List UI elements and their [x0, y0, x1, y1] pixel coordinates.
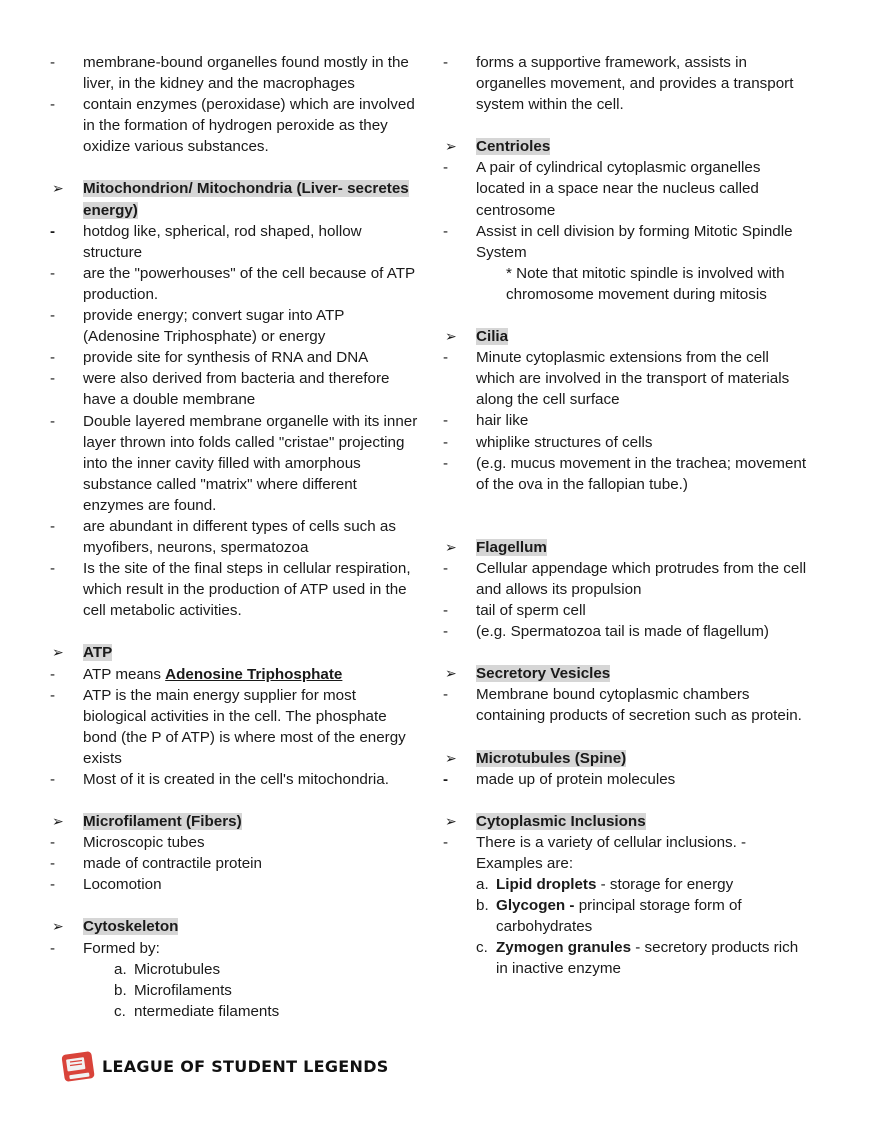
list-item: -Minute cytoplasmic extensions from the …	[443, 349, 790, 409]
left-column: -membrane-bound organelles found mostly …	[50, 52, 420, 1022]
sub-list-item: b.Microfilaments	[114, 981, 232, 999]
sub-list-item: b.Glycogen - principal storage form of c…	[476, 897, 742, 936]
list-item: -Microscopic tubes	[50, 834, 205, 852]
section-heading-mitochondria: ➢Mitochondrion/ Mitochondria (Liver- sec…	[52, 180, 409, 219]
sub-list-item: a.Lipid droplets - storage for energy	[476, 876, 734, 893]
section-heading-atp: ➢ATP	[50, 642, 420, 663]
right-column: -forms a supportive framework, assists i…	[443, 52, 808, 979]
arrow-bullet-icon: ➢	[445, 328, 457, 345]
list-item: -Formed by:	[50, 939, 160, 957]
list-item: -ATP is the main energy supplier for mos…	[50, 686, 406, 767]
arrow-bullet-icon: ➢	[52, 180, 64, 197]
brand-name: LEAGUE OF STUDENT LEGENDS	[102, 1057, 389, 1077]
sub-list-item: c.Zymogen granules - secretory products …	[476, 939, 799, 978]
list-item: -hotdog like, spherical, rod shaped, hol…	[50, 222, 362, 261]
list-item: -whiplike structures of cells	[443, 433, 653, 451]
list-item: -made of contractile protein	[50, 855, 262, 873]
section-heading-centrioles: ➢Centrioles	[443, 136, 808, 157]
list-item: -are the "powerhouses" of the cell becau…	[50, 264, 415, 303]
list-item: -Double layered membrane organelle with …	[50, 412, 418, 514]
list-item: -hair like	[443, 412, 529, 430]
list-item: -Cellular appendage which protrudes from…	[443, 559, 807, 598]
section-heading-microfilament: ➢Microfilament (Fibers)	[50, 811, 420, 832]
sub-list-item: a.Microtubules	[114, 960, 221, 978]
arrow-bullet-icon: ➢	[52, 644, 64, 661]
list-item: -Most of it is created in the cell's mit…	[50, 771, 389, 788]
section-heading-microtubules: ➢Microtubules (Spine)	[443, 748, 808, 769]
spacer	[443, 495, 808, 516]
sub-list-item: c.ntermediate filaments	[114, 1002, 280, 1020]
footer-logo: LEAGUE OF STUDENT LEGENDS	[60, 1050, 389, 1084]
list-item: -made up of protein molecules	[443, 770, 676, 788]
arrow-bullet-icon: ➢	[445, 749, 457, 766]
note-text: * Note that mitotic spindle is involved …	[506, 264, 785, 303]
list-item: -(e.g. Spermatozoa tail is made of flage…	[443, 623, 769, 641]
list-item: -Locomotion	[50, 876, 162, 894]
section-heading-flagellum: ➢Flagellum	[443, 537, 808, 558]
arrow-bullet-icon: ➢	[445, 665, 457, 682]
section-heading-cytoskeleton: ➢Cytoskeleton	[50, 916, 420, 937]
list-item: -were also derived from bacteria and the…	[50, 370, 390, 409]
atp-definition-term: Adenosine Triphosphate	[165, 665, 343, 683]
list-item: -Is the site of the final steps in cellu…	[50, 560, 411, 620]
list-item: -provide site for synthesis of RNA and D…	[50, 349, 369, 367]
list-item: -forms a supportive framework, assists i…	[443, 54, 794, 114]
list-item: -membrane-bound organelles found mostly …	[50, 54, 409, 93]
section-heading-cilia: ➢Cilia	[443, 326, 808, 347]
list-item: -Assist in cell division by forming Mito…	[443, 222, 793, 261]
list-item: -contain enzymes (peroxidase) which are …	[50, 96, 415, 156]
list-item: -(e.g. mucus movement in the trachea; mo…	[443, 454, 807, 493]
list-item: -A pair of cylindrical cytoplasmic organ…	[443, 159, 761, 219]
section-heading-secretory-vesicles: ➢Secretory Vesicles	[443, 663, 808, 684]
list-item: -tail of sperm cell	[443, 602, 586, 620]
arrow-bullet-icon: ➢	[445, 138, 457, 155]
list-item: -ATP means Adenosine Triphosphate	[50, 665, 343, 683]
list-item: -are abundant in different types of cell…	[50, 517, 396, 557]
arrow-bullet-icon: ➢	[445, 812, 457, 829]
list-item: -There is a variety of cellular inclusio…	[443, 833, 747, 872]
list-item: -Membrane bound cytoplasmic chambers con…	[443, 686, 802, 725]
book-logo-icon	[61, 1051, 95, 1082]
list-item: -provide energy; convert sugar into ATP …	[50, 307, 345, 346]
section-heading-cytoplasmic-inclusions: ➢Cytoplasmic Inclusions	[443, 811, 808, 832]
arrow-bullet-icon: ➢	[52, 813, 64, 830]
arrow-bullet-icon: ➢	[52, 918, 64, 935]
arrow-bullet-icon: ➢	[445, 538, 457, 555]
